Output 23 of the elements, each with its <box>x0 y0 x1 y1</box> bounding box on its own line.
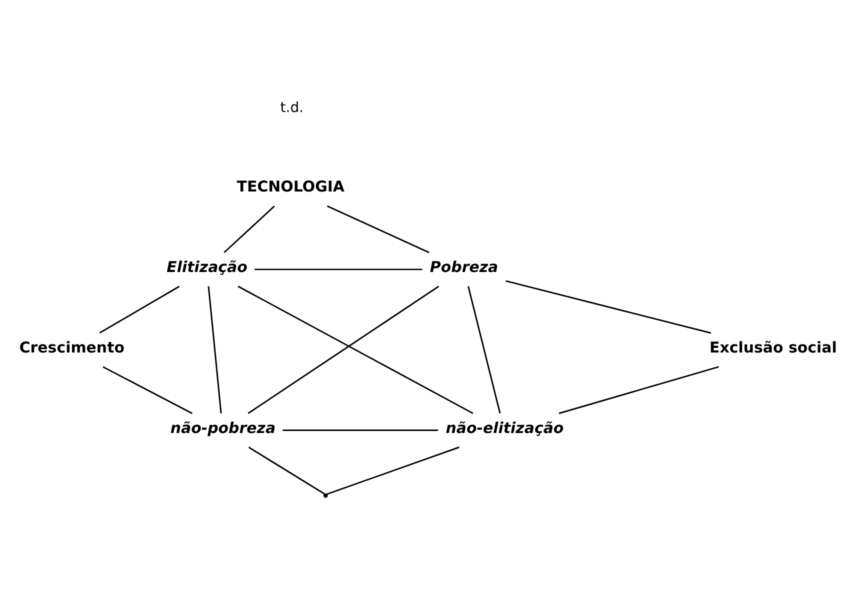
connector <box>238 286 474 414</box>
connector <box>282 430 438 432</box>
connector <box>254 268 422 270</box>
node-text: Exclusão social <box>710 338 837 356</box>
node-text: TECNOLOGIA <box>236 178 345 196</box>
connector <box>558 366 719 414</box>
node-text: Pobreza <box>430 258 498 276</box>
connector <box>326 446 460 495</box>
connector <box>506 280 712 334</box>
node-text: Elitização <box>166 258 248 276</box>
connector <box>248 286 440 414</box>
connector <box>102 366 193 414</box>
connector <box>468 286 501 414</box>
node-text: não-elitização <box>446 418 564 437</box>
node-text: Crescimento <box>19 338 125 356</box>
connector <box>326 205 430 254</box>
node-point <box>323 493 328 498</box>
connector <box>248 446 325 495</box>
connector <box>208 286 222 414</box>
connector <box>224 206 275 254</box>
connector <box>99 286 180 334</box>
label: t.d. <box>280 100 304 116</box>
node-text: não-pobreza <box>170 418 276 437</box>
